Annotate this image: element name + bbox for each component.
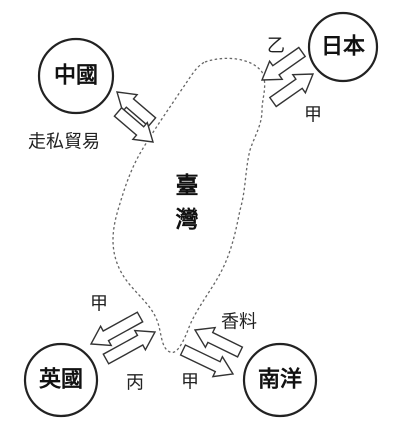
japan-label: 日本 bbox=[321, 35, 365, 60]
china-label: 中國 bbox=[54, 64, 98, 89]
arrow-taiwan-to-china bbox=[116, 91, 157, 128]
nanyang-export-label: 甲 bbox=[181, 372, 199, 393]
japan-export-label: 甲 bbox=[304, 105, 322, 126]
japan-circle bbox=[307, 11, 379, 83]
arrow-britain-to-taiwan bbox=[102, 329, 157, 365]
arrow-taiwan-to-britain bbox=[89, 311, 144, 347]
taiwan-island-outline bbox=[112, 57, 266, 354]
nanyang-label: 南洋 bbox=[258, 367, 302, 393]
taiwan-label-1: 臺 bbox=[176, 173, 199, 199]
britain-label: 英國 bbox=[39, 368, 83, 393]
node-china: 中國 bbox=[37, 37, 115, 115]
arrow-nanyang-to-taiwan bbox=[193, 326, 244, 358]
britain-circle bbox=[23, 342, 99, 418]
node-nanyang: 南洋 bbox=[242, 342, 318, 418]
taiwan-label-2: 灣 bbox=[176, 207, 199, 233]
britain-export-label: 甲 bbox=[90, 294, 108, 315]
china-trade-label: 走私貿易 bbox=[28, 132, 100, 153]
britain-import-label: 丙 bbox=[126, 373, 144, 394]
china-circle bbox=[37, 37, 115, 115]
node-japan: 日本 bbox=[307, 11, 379, 83]
nanyang-import-label: 香料 bbox=[221, 312, 257, 333]
trade-arrows bbox=[89, 46, 315, 378]
node-britain: 英國 bbox=[23, 342, 99, 418]
arrow-taiwan-to-japan bbox=[268, 73, 315, 108]
nanyang-circle bbox=[242, 342, 318, 418]
arrow-taiwan-to-nanyang bbox=[179, 344, 235, 378]
japan-import-label: 乙 bbox=[267, 36, 285, 57]
arrow-china-to-taiwan bbox=[113, 106, 154, 143]
arrow-japan-to-taiwan bbox=[260, 46, 307, 81]
